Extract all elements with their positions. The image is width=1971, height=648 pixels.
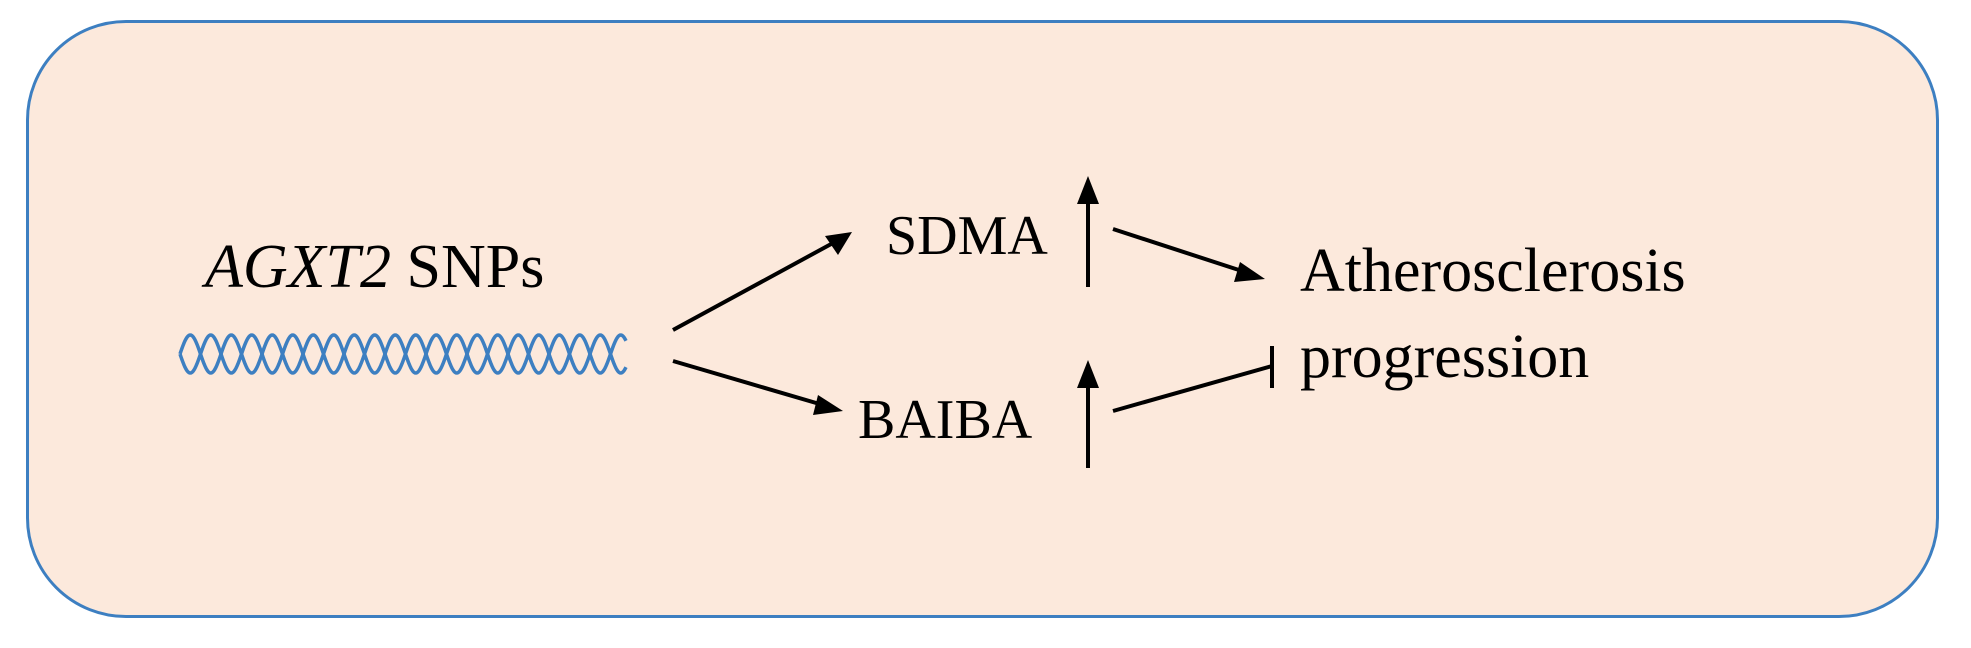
arrow-sdma-to-outcome xyxy=(1112,227,1265,282)
baiba-label: BAIBA xyxy=(858,389,1033,451)
sdma-label: SDMA xyxy=(886,205,1048,267)
sdma-up-arrow-icon xyxy=(1077,176,1099,287)
gene-suffix: SNPs xyxy=(406,233,545,301)
gene-label: AGXT2 SNPs xyxy=(205,236,544,298)
inhibition-baiba-to-outcome xyxy=(1112,346,1274,413)
dna-strand-a xyxy=(178,333,628,375)
arrow-gene-to-baiba xyxy=(672,359,843,415)
dna-strand-b xyxy=(178,333,628,375)
dna-helix-icon xyxy=(178,333,628,375)
arrow-gene-to-sdma xyxy=(672,232,852,332)
baiba-up-arrow-icon xyxy=(1077,360,1099,468)
diagram-panel xyxy=(26,20,1939,618)
outcome-label-line1: Atherosclerosis xyxy=(1300,237,1686,305)
gene-name: AGXT2 xyxy=(205,233,391,301)
outcome-label-line2: progression xyxy=(1300,323,1590,391)
